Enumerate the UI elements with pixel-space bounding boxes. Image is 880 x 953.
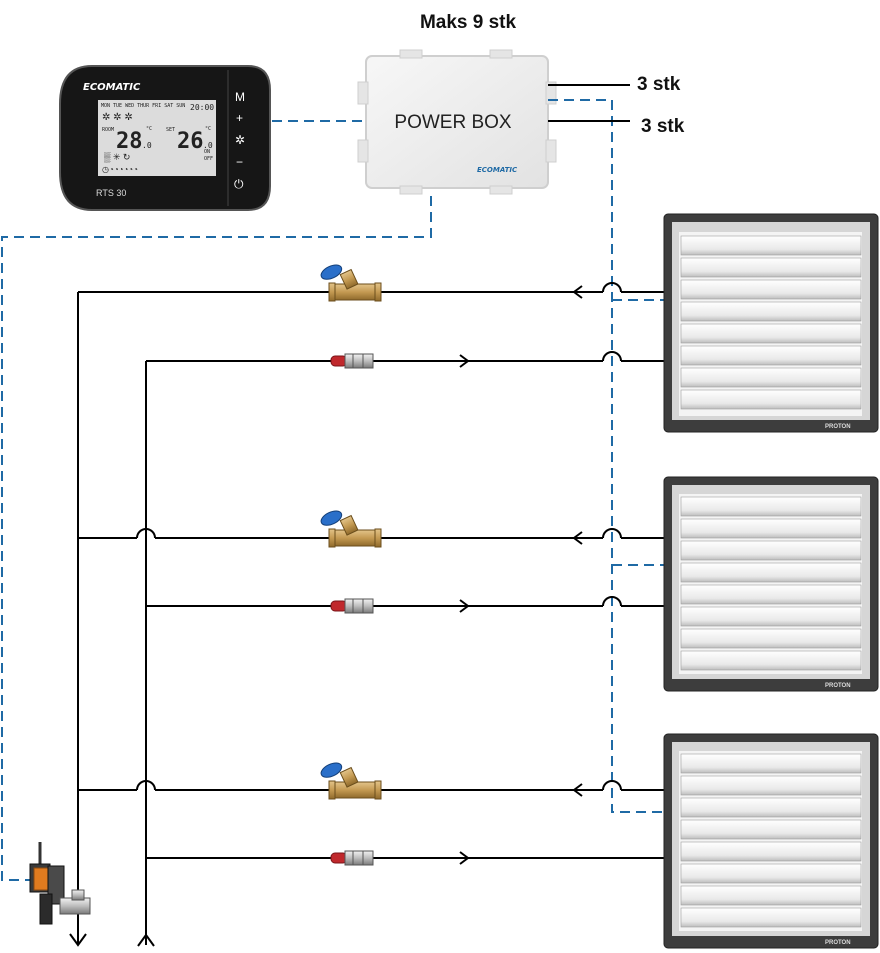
powerbox-to-actuator-line (1, 196, 432, 881)
fan-button-icon: ✲ (235, 133, 245, 147)
thermostat-model: RTS 30 (96, 188, 126, 198)
ball-valve-2 (330, 598, 374, 614)
ball-valve-1 (330, 353, 374, 369)
power-button-icon: ⏻ (234, 177, 244, 191)
return-flow-arrow (69, 933, 87, 947)
snowflake-icon: ▒ ✳ ↻ (104, 152, 130, 163)
lcd-days: MON TUE WED THUR FRI SAT SUN (101, 103, 185, 109)
power-box: POWER BOX ECOMATIC (357, 49, 557, 195)
lcd-set-unit: °C (205, 126, 211, 132)
heater-3-brand: PROTON (825, 940, 851, 946)
max-count-label: Maks 9 stk (420, 12, 517, 33)
mode-button: M (235, 90, 245, 104)
crossover-hop (602, 351, 622, 362)
lcd-clock: 20:00 (190, 103, 214, 112)
return-arrow-2 (572, 531, 583, 545)
lcd-room-temp: 28 (116, 129, 143, 154)
lcd-on-label: ON (204, 149, 210, 155)
lcd-off-label: OFF (204, 156, 213, 162)
lcd-set-label: SET (166, 127, 175, 133)
heater-1-brand: PROTON (825, 424, 851, 430)
power-box-label: POWER BOX (394, 112, 512, 133)
output-count-label-2: 3 stk (641, 116, 685, 137)
crossover-hop (136, 528, 156, 539)
crossover-hop (602, 780, 622, 791)
supply-arrow-1 (459, 354, 470, 368)
balancing-valve-2 (320, 510, 382, 548)
motorized-valve (29, 842, 91, 925)
output-count-label-1: 3 stk (637, 74, 681, 95)
crossover-hop (136, 780, 156, 791)
supply-flow-arrow (137, 933, 155, 947)
unit-heater-2: PROTON (663, 476, 879, 692)
supply-arrow-3 (459, 851, 470, 865)
unit-heater-3: PROTON (663, 733, 879, 949)
balancing-valve-1 (320, 264, 382, 302)
power-box-brand: ECOMATIC (477, 166, 518, 174)
heater-2-brand: PROTON (825, 683, 851, 689)
return-arrow-3 (572, 783, 583, 797)
lcd-room-decimal: .0 (142, 141, 152, 150)
unit-heater-1: PROTON (663, 213, 879, 433)
balancing-valve-3 (320, 762, 382, 800)
schedule-icons: ◷◔◔◔◔◔◔ (102, 165, 138, 174)
thermostat-screen (98, 100, 216, 176)
supply-arrow-2 (459, 599, 470, 613)
ball-valve-3 (330, 850, 374, 866)
lcd-room-unit: °C (146, 126, 152, 132)
return-arrow-1 (572, 285, 583, 299)
thermostat: ECOMATIC MON TUE WED THUR FRI SAT SUN 20… (59, 65, 271, 211)
thermostat-brand: ECOMATIC (83, 82, 141, 93)
minus-button: − (236, 155, 243, 169)
plus-button: + (236, 111, 243, 125)
lcd-set-temp: 26 (177, 129, 204, 154)
fan-icon: ✲ ✲ ✲ (102, 112, 133, 123)
signal-wiring (1, 99, 664, 881)
crossover-hop (602, 282, 622, 293)
crossover-hop (602, 528, 622, 539)
crossover-hop (602, 596, 622, 607)
powerbox-to-heaters-line (548, 99, 664, 813)
lcd-room-label: ROOM (102, 127, 114, 133)
lcd-set-decimal: .0 (203, 141, 213, 150)
